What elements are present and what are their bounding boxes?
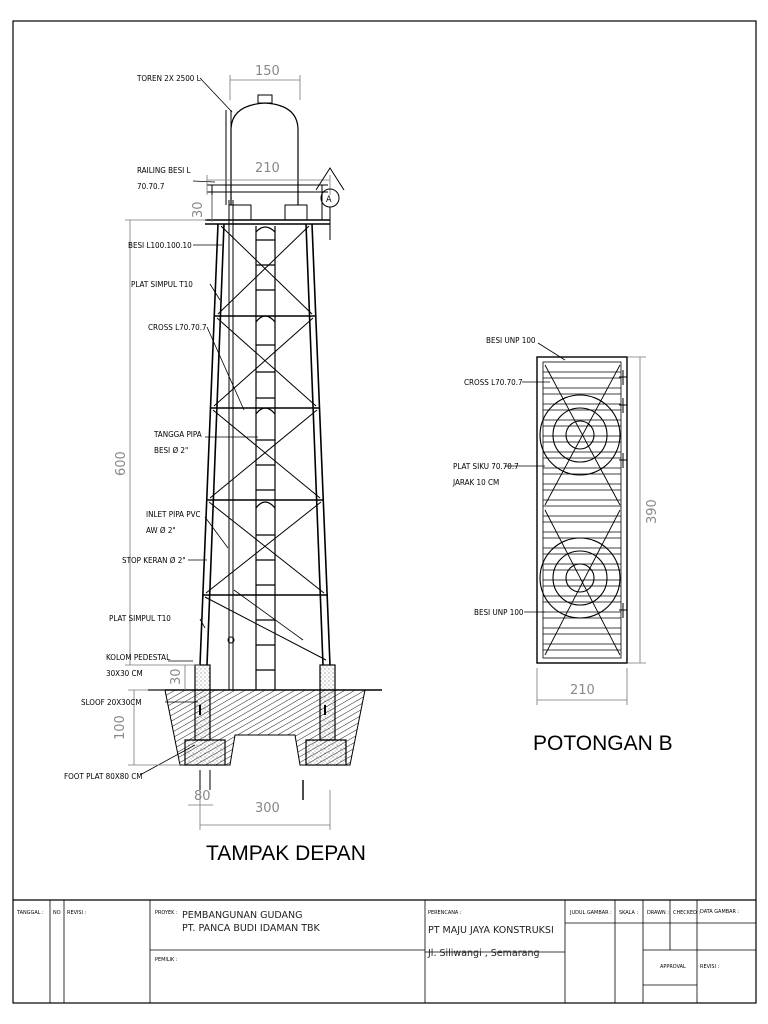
tb-no-label: NO — [53, 910, 61, 916]
section-leaders — [505, 342, 566, 613]
tb-judul-label: JUDUL GAMBAR : — [569, 910, 612, 916]
tb-perencana-label: PERENCANA : — [428, 910, 462, 916]
platform-railing — [205, 184, 330, 225]
label-railing-2: 70.70.7 — [137, 182, 164, 191]
sheet-border — [12, 20, 757, 1004]
title-block — [13, 899, 756, 1003]
section-tanks — [539, 394, 621, 619]
dim-30-top: 30 — [191, 201, 206, 218]
label-tangga-2: BESI Ø 2" — [154, 445, 188, 455]
tb-data-label: DATA GAMBAR : — [700, 909, 739, 915]
section-view — [505, 342, 646, 705]
label-inlet-2: AW Ø 2" — [146, 525, 176, 535]
section-frame — [536, 356, 628, 664]
label-section-cross: CROSS L70.70.7 — [464, 378, 523, 387]
ladder — [255, 226, 276, 690]
title-block-text: TANGGAL : NO REVISI : PROYEK : PEMBANGUN… — [16, 909, 739, 970]
tb-proyek-line1: PEMBANGUNAN GUDANG — [182, 910, 303, 921]
label-plat-siku-1: PLAT SIKU 70.70.7 — [453, 462, 519, 471]
front-view-title: TAMPAK DEPAN — [206, 842, 366, 865]
label-toren: TOREN 2X 2500 L — [136, 74, 201, 83]
tb-pemilik-label: PEMILIK : — [155, 957, 178, 963]
label-besi-unp-top: BESI UNP 100 — [486, 336, 536, 345]
label-cross: CROSS L70.70.7 — [148, 323, 207, 332]
tb-revisi-label: REVISI : — [67, 910, 87, 916]
dim-600: 600 — [114, 451, 129, 476]
dim-210: 210 — [255, 161, 280, 176]
section-view-title: POTONGAN B — [533, 732, 673, 755]
dim-300: 300 — [255, 801, 280, 816]
dim-390: 390 — [645, 499, 660, 524]
label-kolom-1: KOLOM PEDESTAL — [106, 653, 170, 662]
tb-tanggal-label: TANGGAL : — [16, 910, 44, 916]
label-besi-unp-bottom: BESI UNP 100 — [474, 608, 524, 617]
label-besi-l: BESI L100.100.10 — [128, 241, 192, 250]
dimension-lines — [125, 75, 331, 830]
label-plat-siku-2: JARAK 10 CM — [452, 478, 499, 487]
tb-proyek-label: PROYEK : — [155, 910, 178, 916]
horizontal-braces — [203, 315, 328, 596]
tb-revisi2-label: REVISI : — [700, 964, 720, 970]
section-view-text: BESI UNP 100 CROSS L70.70.7 PLAT SIKU 70… — [452, 336, 673, 755]
label-kolom-2: 30X30 CM — [106, 669, 143, 678]
label-inlet-1: INLET PIPA PVC — [146, 510, 201, 519]
foundation — [148, 664, 382, 800]
tb-checked-label: CHECKED : — [673, 910, 701, 916]
tb-skala-label: SKALA : — [619, 910, 639, 916]
front-view-text: TOREN 2X 2500 L RAILING BESI L 70.70.7 B… — [64, 64, 366, 865]
section-diagonals — [544, 364, 621, 656]
tb-perencana-line2: Jl. Siliwangi , Semarang — [427, 948, 540, 959]
section-bolts — [619, 370, 627, 618]
tb-approval-label: APPROVAL — [660, 964, 686, 970]
dim-section-210: 210 — [570, 683, 595, 698]
leader-lines — [139, 77, 304, 776]
tb-perencana-line1: PT MAJU JAYA KONSTRUKSI — [428, 925, 554, 936]
water-tank — [225, 94, 299, 205]
label-railing-1: RAILING BESI L — [137, 166, 191, 175]
label-stop-keran: STOP KERAN Ø 2" — [122, 555, 186, 565]
inlet-pipe — [227, 200, 235, 690]
section-dimensions — [536, 356, 646, 705]
front-view — [125, 75, 382, 830]
dim-150: 150 — [255, 64, 280, 79]
dim-80: 80 — [194, 789, 211, 804]
label-plat-simpul-bottom: PLAT SIMPUL T10 — [109, 614, 171, 623]
label-tangga-1: TANGGA PIPA — [153, 430, 202, 439]
label-plat-simpul-top: PLAT SIMPUL T10 — [131, 280, 193, 289]
dim-30-bottom: 30 — [169, 668, 184, 685]
tower-legs — [199, 223, 331, 666]
dim-100: 100 — [113, 715, 128, 740]
tb-drawn-label: DRAWN : — [647, 910, 669, 916]
tb-proyek-line2: PT. PANCA BUDI IDAMAN TBK — [182, 923, 321, 934]
label-sloof: SLOOF 20X30CM — [81, 698, 142, 707]
section-marker-label: A — [326, 195, 332, 205]
label-foot-plat: FOOT PLAT 80X80 CM — [64, 772, 142, 781]
section-marker — [315, 167, 345, 240]
